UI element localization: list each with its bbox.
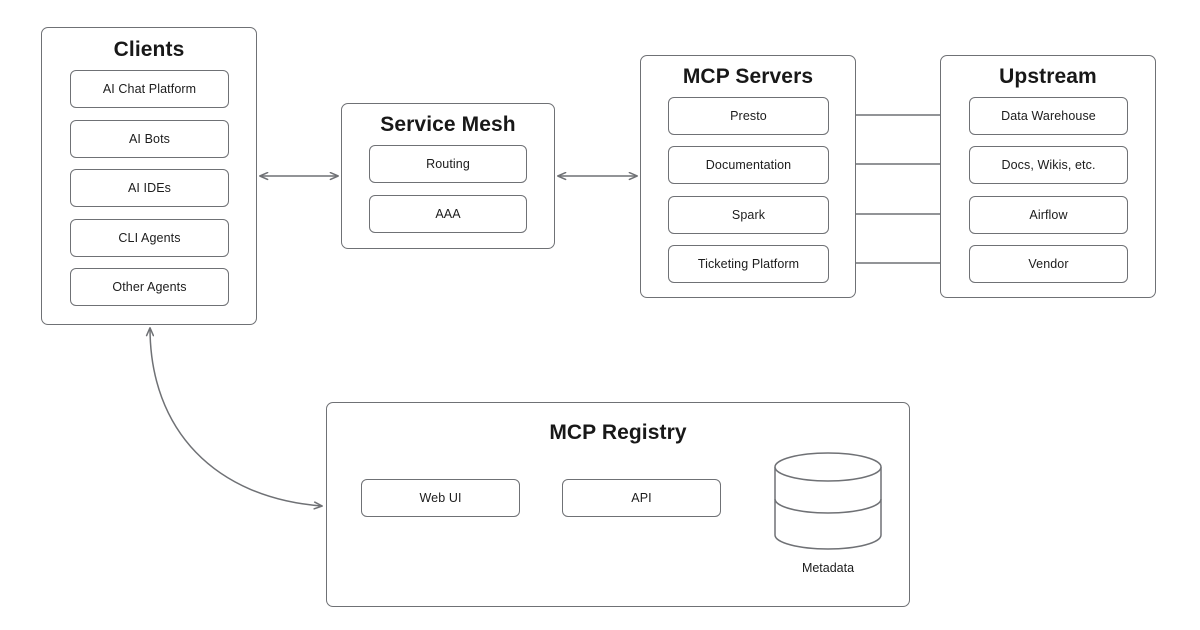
node-presto[interactable]: Presto [668, 97, 829, 135]
group-mcp-servers-title: MCP Servers [682, 65, 814, 88]
group-clients: Clients AI Chat Platform AI Bots AI IDEs… [41, 27, 257, 325]
group-mcp-registry-title: MCP Registry [549, 421, 687, 444]
group-mcp-servers: MCP Servers Presto Documentation Spark T… [640, 55, 856, 298]
group-service-mesh-title: Service Mesh [380, 113, 516, 136]
group-upstream: Upstream Data Warehouse Docs, Wikis, etc… [940, 55, 1156, 298]
group-service-mesh: Service Mesh Routing AAA [341, 103, 555, 249]
node-airflow[interactable]: Airflow [969, 196, 1128, 234]
node-other-agents[interactable]: Other Agents [70, 268, 229, 306]
group-mcp-registry: MCP Registry Web UI API Metadata [326, 402, 910, 607]
node-vendor[interactable]: Vendor [969, 245, 1128, 283]
node-routing[interactable]: Routing [369, 145, 527, 183]
node-aaa[interactable]: AAA [369, 195, 527, 233]
metadata-cylinder-icon [770, 451, 886, 551]
node-ai-ides[interactable]: AI IDEs [70, 169, 229, 207]
group-clients-title: Clients [113, 38, 185, 61]
link-registry-clients-curved [150, 328, 322, 506]
node-ai-bots[interactable]: AI Bots [70, 120, 229, 158]
node-data-warehouse[interactable]: Data Warehouse [969, 97, 1128, 135]
node-spark[interactable]: Spark [668, 196, 829, 234]
node-ticketing-platform[interactable]: Ticketing Platform [668, 245, 829, 283]
node-ai-chat-platform[interactable]: AI Chat Platform [70, 70, 229, 108]
node-documentation[interactable]: Documentation [668, 146, 829, 184]
node-cli-agents[interactable]: CLI Agents [70, 219, 229, 257]
group-upstream-title: Upstream [999, 65, 1097, 88]
metadata-label: Metadata [801, 561, 855, 575]
node-web-ui[interactable]: Web UI [361, 479, 520, 517]
node-api[interactable]: API [562, 479, 721, 517]
node-docs-wikis[interactable]: Docs, Wikis, etc. [969, 146, 1128, 184]
